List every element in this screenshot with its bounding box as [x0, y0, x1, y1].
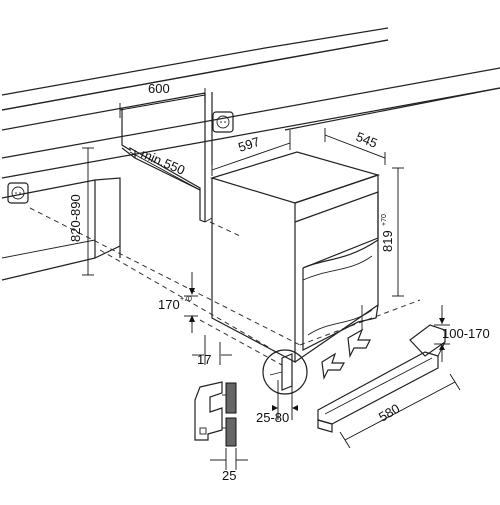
plinth-strip — [317, 324, 446, 433]
dim-cabinet-depth — [129, 151, 201, 191]
dim-door-gap — [272, 380, 298, 420]
dim-plinth-range — [434, 305, 450, 362]
label-819-tolerance: +70 — [381, 214, 388, 226]
worktop — [1, 27, 389, 131]
label-820-890: 820-890 — [68, 194, 83, 242]
dim-cabinet-width — [119, 88, 206, 118]
appliance — [209, 151, 381, 363]
label-100-170: 100-170 — [442, 326, 490, 341]
label-170: 170 — [158, 297, 180, 312]
dim-plinth-length — [339, 373, 461, 449]
detail-magnifier — [262, 349, 308, 395]
dim-appliance-width — [211, 130, 291, 176]
power-socket-icon — [212, 111, 234, 133]
dim-plinth-height — [184, 272, 198, 333]
label-600: 600 — [148, 81, 170, 96]
dim-appliance-depth — [324, 128, 386, 165]
lower-wall-strip — [1, 67, 500, 179]
power-socket-icon — [7, 182, 29, 204]
label-597: 597 — [236, 134, 261, 155]
label-25: 25 — [222, 468, 236, 483]
dim-plinth-setback — [192, 335, 232, 365]
dim-appliance-height — [392, 167, 404, 297]
dim-niche-height — [82, 147, 94, 276]
dim-plinth-thickness — [210, 448, 248, 470]
label-min-550: min.550 — [139, 146, 187, 178]
label-17: 17 — [197, 352, 211, 367]
plinth-detail-profile — [194, 381, 237, 447]
label-170-tolerance: +70 — [180, 296, 192, 303]
niche — [121, 92, 213, 223]
ventilation-arrow-icon — [321, 328, 371, 381]
left-cabinet — [1, 177, 121, 281]
label-819: 819 — [380, 230, 395, 252]
label-580: 580 — [376, 401, 402, 425]
floor-guides — [29, 207, 421, 366]
label-25-80: 25-80 — [256, 410, 289, 425]
